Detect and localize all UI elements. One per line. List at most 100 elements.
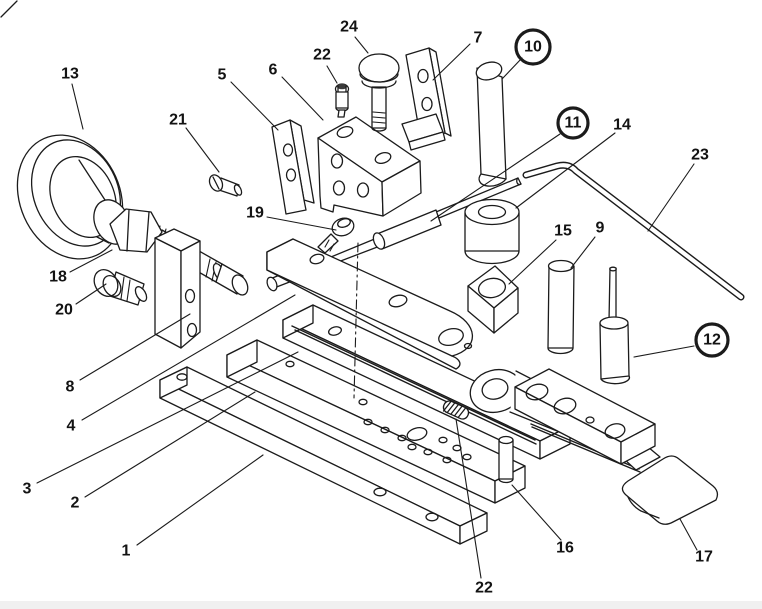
leader-line bbox=[511, 484, 562, 541]
part-label: 24 bbox=[340, 19, 358, 36]
part-7-plate bbox=[401, 47, 452, 151]
callout-20: 20 bbox=[55, 283, 107, 319]
part-9-cylinder-pin bbox=[547, 259, 575, 355]
leader-line bbox=[633, 345, 695, 358]
part-label: 22 bbox=[475, 580, 493, 597]
leader-line bbox=[71, 83, 84, 130]
callout-2: 2 bbox=[71, 391, 256, 512]
leader-line bbox=[84, 391, 256, 498]
leader-line bbox=[430, 133, 561, 222]
part-label: 21 bbox=[169, 112, 187, 129]
callout-21: 21 bbox=[169, 112, 220, 173]
part-label: 1 bbox=[122, 543, 131, 560]
part-label: 8 bbox=[66, 379, 75, 396]
part-20-bolt bbox=[93, 269, 148, 306]
part-label: 20 bbox=[55, 302, 73, 319]
part-17-lever-arm bbox=[469, 368, 719, 525]
leader-line bbox=[36, 351, 299, 484]
part-5-plate bbox=[271, 119, 315, 215]
part-label: 16 bbox=[556, 540, 574, 557]
part-label: 19 bbox=[246, 205, 264, 222]
callout-3: 3 bbox=[23, 351, 299, 498]
callout-14: 14 bbox=[515, 117, 631, 209]
part-label: 3 bbox=[23, 481, 32, 498]
callout-12-highlighted: 12 bbox=[633, 322, 730, 358]
part-6-block bbox=[317, 116, 422, 217]
part-22-grub-screw bbox=[334, 83, 350, 118]
part-label: 18 bbox=[49, 269, 67, 286]
part-10-cylinder bbox=[475, 61, 507, 187]
leader-line bbox=[501, 57, 523, 80]
leader-line bbox=[136, 454, 264, 546]
part-label: 10 bbox=[524, 39, 542, 56]
leader-line bbox=[432, 43, 471, 81]
footer-strip bbox=[0, 601, 762, 609]
callout-9: 9 bbox=[570, 220, 605, 269]
callout-22: 22 bbox=[313, 47, 338, 84]
callout-4: 4 bbox=[67, 294, 296, 435]
callout-10-highlighted: 10 bbox=[501, 28, 552, 80]
leader-line bbox=[515, 132, 616, 209]
part-23-handle-rod bbox=[522, 161, 745, 301]
leader-line bbox=[570, 236, 596, 269]
leader-line bbox=[326, 65, 338, 84]
part-label: 22 bbox=[313, 47, 331, 64]
part-label: 15 bbox=[554, 223, 572, 240]
leader-line bbox=[69, 249, 113, 273]
callout-6: 6 bbox=[269, 62, 324, 121]
part-1-base-bar bbox=[159, 366, 488, 545]
part-label: 12 bbox=[703, 332, 721, 349]
callout-7: 7 bbox=[432, 30, 483, 81]
part-label: 5 bbox=[218, 67, 227, 84]
part-label: 2 bbox=[71, 495, 80, 512]
part-label: 6 bbox=[269, 62, 278, 79]
part-12-pin-cylinder bbox=[599, 266, 631, 385]
part-8-upright-block bbox=[154, 228, 201, 349]
part-label: 9 bbox=[596, 220, 605, 237]
leader-line bbox=[354, 36, 369, 54]
callout-5: 5 bbox=[218, 67, 279, 131]
callout-8: 8 bbox=[66, 313, 191, 396]
part-label: 23 bbox=[691, 147, 709, 164]
callout-24: 24 bbox=[340, 19, 369, 54]
leader-line bbox=[508, 239, 557, 285]
part-label: 14 bbox=[613, 117, 631, 134]
part-4-rounded-bar bbox=[266, 238, 474, 370]
leader-line bbox=[81, 294, 296, 421]
part-16-pin bbox=[498, 435, 514, 484]
callout-22: 22 bbox=[455, 418, 493, 597]
part-15-die-block bbox=[467, 265, 519, 334]
callout-13: 13 bbox=[61, 66, 84, 130]
callout-11-highlighted: 11 bbox=[430, 106, 590, 222]
callout-23: 23 bbox=[647, 147, 709, 232]
leader-line bbox=[679, 518, 698, 551]
leader-line bbox=[455, 418, 482, 579]
callout-1: 1 bbox=[122, 454, 264, 560]
callout-18: 18 bbox=[49, 249, 113, 286]
part-22-spring bbox=[442, 400, 470, 420]
leader-line bbox=[230, 81, 279, 131]
corner-mark bbox=[0, 0, 18, 18]
part-label: 11 bbox=[565, 115, 582, 132]
part-label: 13 bbox=[61, 66, 79, 83]
highlight-circle bbox=[514, 28, 552, 66]
callout-17: 17 bbox=[679, 518, 713, 566]
part-14-bushing bbox=[464, 198, 520, 265]
part-label: 17 bbox=[695, 549, 713, 566]
callout-15: 15 bbox=[508, 223, 572, 285]
callout-19: 19 bbox=[246, 205, 337, 231]
part-24-knob-screw bbox=[358, 53, 400, 132]
handle-grip bbox=[621, 455, 719, 525]
part-21-screw bbox=[208, 174, 243, 197]
highlight-circle bbox=[694, 322, 730, 358]
leader-line bbox=[281, 76, 324, 121]
leader-line bbox=[75, 283, 107, 305]
part-19-bolt bbox=[317, 217, 359, 399]
leader-line bbox=[266, 216, 337, 231]
leader-line bbox=[79, 313, 191, 381]
part-label: 4 bbox=[67, 418, 76, 435]
part-13-handwheel bbox=[16, 134, 131, 260]
